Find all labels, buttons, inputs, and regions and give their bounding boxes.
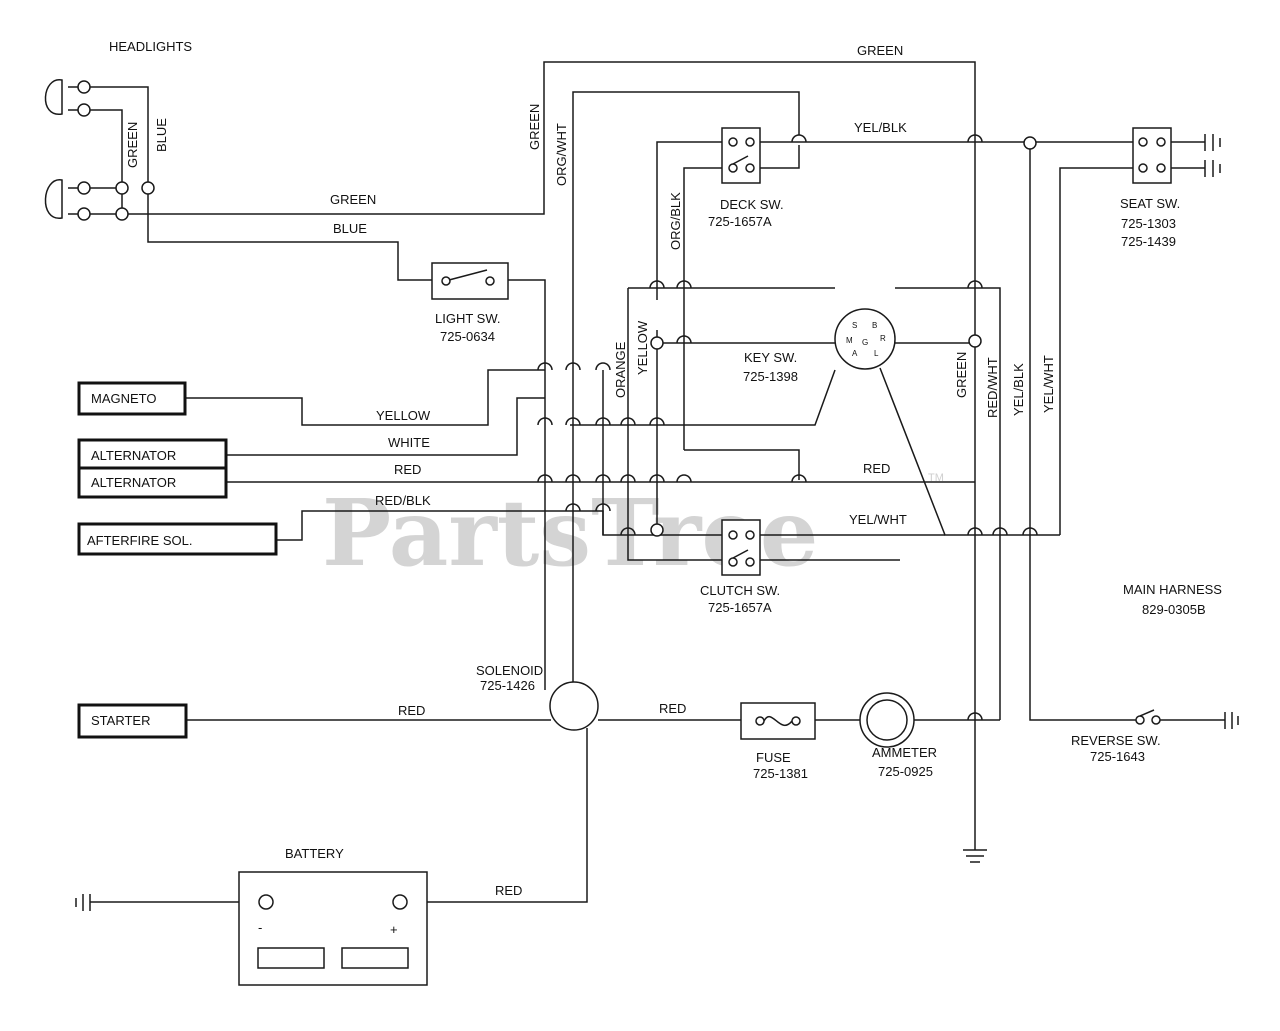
wire-label-red-starter: RED xyxy=(398,703,425,718)
wire-label-red-fuse: RED xyxy=(659,701,686,716)
wire-label-yel-blk-top: YEL/BLK xyxy=(854,120,907,135)
wires xyxy=(68,61,1225,903)
wire-label-yel-wht-h: YEL/WHT xyxy=(849,512,907,527)
fuse-name: FUSE xyxy=(756,750,791,765)
key-switch-part: 725-1398 xyxy=(743,369,798,384)
headlights-label: HEADLIGHTS xyxy=(109,39,192,54)
fuse xyxy=(740,702,816,740)
wire-label-yellow-h: YELLOW xyxy=(376,408,431,423)
battery-label: BATTERY xyxy=(285,846,344,861)
solenoid xyxy=(549,681,599,731)
ground-symbols xyxy=(75,134,1239,911)
reverse-switch-name: REVERSE SW. xyxy=(1071,733,1161,748)
key-switch: S B M A G R L xyxy=(834,308,896,370)
wire-label-org-blk: ORG/BLK xyxy=(668,192,683,250)
clutch-switch-name: CLUTCH SW. xyxy=(700,583,780,598)
main-harness-name: MAIN HARNESS xyxy=(1123,582,1222,597)
svg-text:S: S xyxy=(852,321,857,330)
light-switch-name: LIGHT SW. xyxy=(435,311,501,326)
seat-switch xyxy=(1132,127,1172,184)
magneto-label: MAGNETO xyxy=(91,391,157,406)
wire-label-orange: ORANGE xyxy=(613,341,628,398)
wire-label-red-blk: RED/BLK xyxy=(375,493,431,508)
wire-labels: GREEN GREEN BLUE GREEN BLUE GREEN ORG/WH… xyxy=(125,43,1056,898)
wire-label-green-headlight: GREEN xyxy=(125,122,140,168)
wire-label-green-right: GREEN xyxy=(954,352,969,398)
wire-label-blue-h: BLUE xyxy=(333,221,367,236)
fuse-part: 725-1381 xyxy=(753,766,808,781)
ammeter-part: 725-0925 xyxy=(878,764,933,779)
alternator-label-1: ALTERNATOR xyxy=(91,448,176,463)
svg-text:B: B xyxy=(872,321,877,330)
wire-label-white: WHITE xyxy=(388,435,430,450)
solenoid-name: SOLENOID xyxy=(476,663,543,678)
seat-switch-name: SEAT SW. xyxy=(1120,196,1180,211)
wire-label-green-h: GREEN xyxy=(330,192,376,207)
component-labels: HEADLIGHTS MAGNETO ALTERNATOR ALTERNATOR… xyxy=(87,39,1222,937)
key-switch-name: KEY SW. xyxy=(744,350,797,365)
svg-text:L: L xyxy=(874,349,879,358)
wire-label-red-right: RED xyxy=(863,461,890,476)
wire-label-red-wht: RED/WHT xyxy=(985,357,1000,418)
wire-label-red: RED xyxy=(394,462,421,477)
deck-switch xyxy=(721,127,761,184)
svg-text:A: A xyxy=(852,349,858,358)
wire-label-red-battery: RED xyxy=(495,883,522,898)
reverse-switch xyxy=(1135,709,1161,725)
main-harness-part: 829-0305B xyxy=(1142,602,1206,617)
battery-plus: + xyxy=(390,922,398,937)
light-switch-part: 725-0634 xyxy=(440,329,495,344)
light-switch xyxy=(431,262,509,300)
crossover-hops xyxy=(537,134,1038,721)
clutch-switch xyxy=(721,519,761,576)
deck-switch-name: DECK SW. xyxy=(720,197,784,212)
deck-switch-part: 725-1657A xyxy=(708,214,772,229)
headlight-bulbs xyxy=(44,79,91,221)
wire-label-green-v: GREEN xyxy=(527,104,542,150)
reverse-switch-part: 725-1643 xyxy=(1090,749,1145,764)
ammeter-name: AMMETER xyxy=(872,745,937,760)
solenoid-part: 725-1426 xyxy=(480,678,535,693)
battery xyxy=(238,871,428,986)
component-boxes xyxy=(77,381,278,739)
junction-nodes xyxy=(115,136,1037,537)
wire-label-yel-blk-v: YEL/BLK xyxy=(1011,363,1026,416)
ammeter xyxy=(859,692,915,748)
seat-switch-part-1: 725-1303 xyxy=(1121,216,1176,231)
clutch-switch-part: 725-1657A xyxy=(708,600,772,615)
starter-label: STARTER xyxy=(91,713,150,728)
svg-text:M: M xyxy=(846,336,853,345)
battery-minus: - xyxy=(258,920,262,935)
watermark-trademark: TM xyxy=(928,472,944,484)
wire-label-org-wht: ORG/WHT xyxy=(554,123,569,186)
afterfire-label: AFTERFIRE SOL. xyxy=(87,533,192,548)
wire-label-green-top: GREEN xyxy=(857,43,903,58)
wire-label-yellow-v: YELLOW xyxy=(635,320,650,375)
wire-label-blue-headlight: BLUE xyxy=(154,118,169,152)
svg-text:G: G xyxy=(862,338,868,347)
alternator-label-2: ALTERNATOR xyxy=(91,475,176,490)
svg-text:R: R xyxy=(880,334,886,343)
wire-label-yel-wht-v: YEL/WHT xyxy=(1041,355,1056,413)
seat-switch-part-2: 725-1439 xyxy=(1121,234,1176,249)
